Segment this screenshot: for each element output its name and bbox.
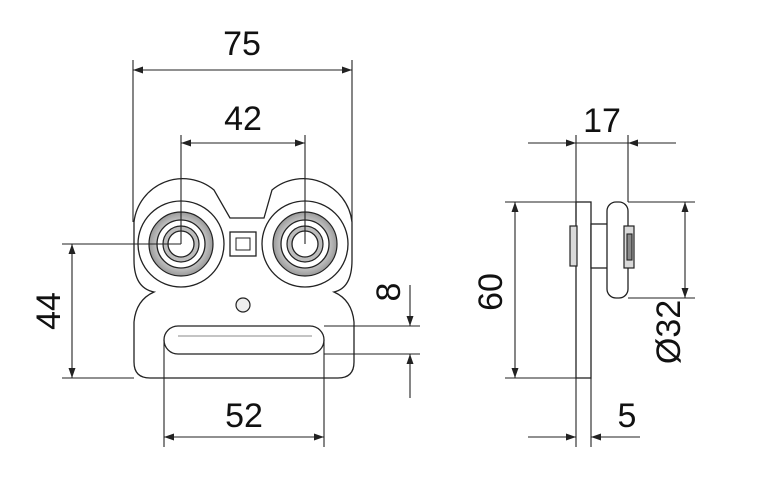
dim-plate-thickness: 5 [528, 378, 640, 447]
side-bolt-head [569, 225, 578, 267]
mounting-hole [235, 297, 251, 313]
side-plate [575, 201, 592, 379]
right-wheel [261, 200, 349, 288]
dim-depth: 17 [528, 102, 676, 222]
dim-width-total: 75 [132, 25, 353, 222]
dim-plate-thickness-label: 5 [618, 397, 637, 435]
dim-slot-offset-label: 8 [370, 283, 408, 302]
front-view [133, 178, 355, 379]
dim-slot-offset: 8 [324, 283, 420, 398]
dim-depth-label: 17 [583, 102, 621, 140]
dim-height-side: 60 [472, 201, 576, 379]
dim-wheel-spacing: 42 [180, 100, 306, 244]
dim-height-left-label: 44 [30, 292, 68, 330]
dim-width-total-label: 75 [223, 25, 261, 63]
center-nut [229, 231, 257, 257]
side-hub [590, 223, 610, 269]
slot [163, 325, 325, 355]
dim-height-left: 44 [30, 243, 181, 379]
dim-wheel-diameter-label: Ø32 [650, 300, 688, 364]
side-view [569, 201, 635, 379]
dim-slot-length: 52 [163, 340, 325, 447]
dim-wheel-diameter: Ø32 [628, 201, 695, 364]
dim-wheel-spacing-label: 42 [224, 100, 262, 138]
dim-height-side-label: 60 [472, 273, 510, 311]
dim-slot-length-label: 52 [225, 397, 263, 435]
